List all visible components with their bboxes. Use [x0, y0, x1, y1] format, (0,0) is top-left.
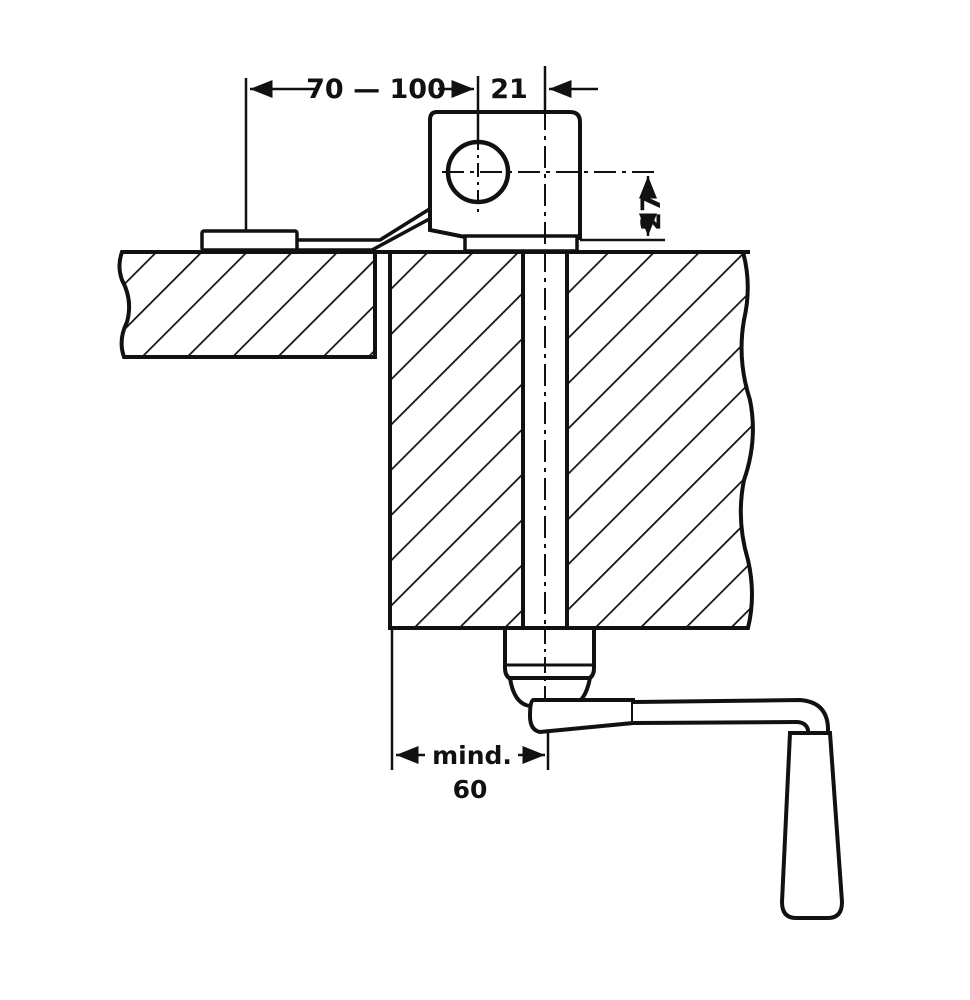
dimension-label-60: 60: [453, 775, 488, 804]
dimension-21: 21: [490, 74, 598, 105]
frame-block: [388, 250, 755, 630]
crank-handle: [527, 697, 845, 920]
dimension-label-21: 21: [490, 74, 528, 105]
dimension-70-100: 70 — 100: [250, 74, 474, 105]
dimension-27: 27: [636, 176, 667, 236]
door-panel: [117, 250, 377, 359]
dimension-mind-60: mind. 60: [396, 741, 545, 804]
extension-lines: [244, 66, 665, 770]
dimension-label-mind: mind.: [432, 741, 512, 770]
hinge-housing: [428, 110, 582, 253]
dimension-label-70-100: 70 — 100: [306, 74, 446, 105]
dimension-label-27: 27: [636, 193, 667, 231]
bottom-hub: [503, 626, 596, 708]
shaft: [521, 248, 569, 630]
mounting-plate: [200, 229, 299, 252]
